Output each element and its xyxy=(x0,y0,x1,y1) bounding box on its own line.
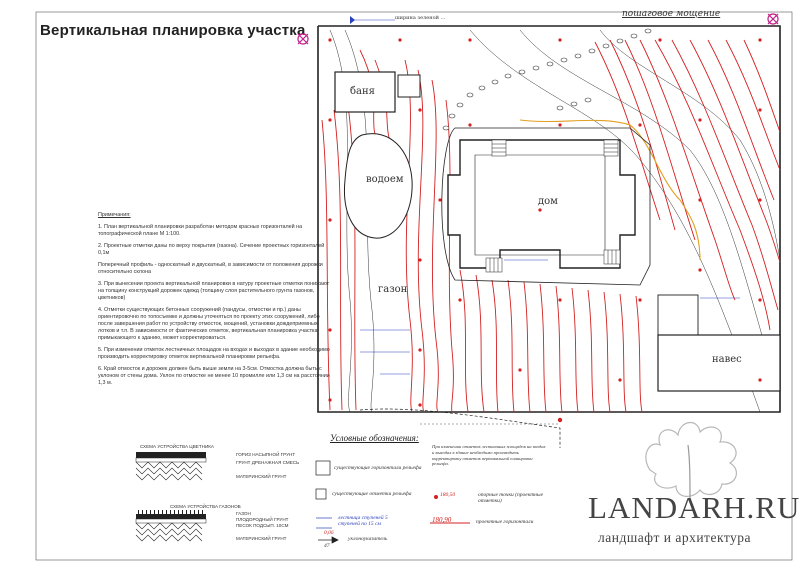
legend-stairs-note: лестница ступеней 5 ступеней по 15 см xyxy=(338,515,388,527)
legend-symbols-right xyxy=(430,495,470,524)
oak-leaf-logo xyxy=(645,422,738,501)
lawn-schema-title: СХЕМА УСТРОЙСТВА ГАЗОНОВ xyxy=(170,504,241,509)
legend-item: опорные точки (проектные отметки) xyxy=(478,492,544,504)
flowerbed-layer: ГОРИЗ НАСЫПНОЙ ГРУНТ xyxy=(236,452,296,457)
north-label: ширина зеленой ... xyxy=(395,15,446,21)
flowerbed-schema-title: СХЕМА УСТРОЙСТВА ЦВЕТНИКА xyxy=(140,444,214,449)
note-item: 1. План вертикальной планировки разработ… xyxy=(98,224,303,237)
house-pavement xyxy=(441,127,651,286)
orange-line xyxy=(519,119,701,261)
naves-label: навес xyxy=(712,354,742,365)
dom-label: дом xyxy=(538,196,558,207)
project-points xyxy=(328,38,762,423)
gazon-label: газон xyxy=(378,284,408,295)
corner-markers xyxy=(297,13,779,45)
note-item: 6. Край отмосток и дорожек должен быть в… xyxy=(98,366,330,386)
house-outline xyxy=(447,139,636,269)
page-title: Вертикальная планировка участка xyxy=(40,22,306,39)
flowerbed-layer: ГРУНТ ДРЕНАЖНАЯ СМЕСЬ xyxy=(236,460,300,465)
note-item: 4. Отметки существующих бетонных сооруже… xyxy=(98,307,320,341)
note-item: 5. При изменении отметок лестничных площ… xyxy=(98,347,330,360)
legend-title: Условные обозначения: xyxy=(330,433,419,443)
paving-label: пошаговое мощение xyxy=(622,9,721,19)
lawn-layer: МАТЕРИНСКИЙ ГРУНТ xyxy=(236,536,287,541)
note-item: 2. Проектные отметки даны по верху покры… xyxy=(98,243,325,256)
legend-opora-value: 180,50 xyxy=(440,492,456,498)
pond xyxy=(343,133,413,239)
brand-name: LANDARH.RU xyxy=(588,490,800,525)
legend-item: уклоноуказатель xyxy=(348,536,388,542)
stairs xyxy=(485,139,621,273)
note-item: 3. При вынесении проекта вертикальной пл… xyxy=(98,281,330,301)
plot-boundary xyxy=(317,25,781,413)
lawn-schema-graphic xyxy=(135,510,207,542)
legend-item: существующие отметки рельефа xyxy=(332,491,412,497)
legend-item: проектные горизонтали xyxy=(476,519,534,525)
drainage-line xyxy=(359,408,561,448)
banya-building xyxy=(334,71,396,113)
lawn-layer: ПЛОДОРОДНЫЙ ГРУНТ xyxy=(236,517,289,522)
legend-symbols xyxy=(315,460,339,544)
north-arrow xyxy=(350,16,355,24)
correction-note: При изменении отметок лестничных площадо… xyxy=(432,444,546,467)
flowerbed-schema-graphic xyxy=(135,452,207,481)
brand-tagline: ландшафт и архитектура xyxy=(598,530,752,545)
banya-label: баня xyxy=(350,86,375,97)
banya-annex xyxy=(397,74,421,98)
legend-gorizontal-value: 180,90 xyxy=(432,516,452,524)
lawn-layer: ГАЗОН xyxy=(236,511,251,516)
naves-structure xyxy=(657,334,781,392)
naves-annex xyxy=(657,294,699,336)
stepping-stones xyxy=(442,28,652,131)
note-item: Поперечный профиль - односкатный и двуск… xyxy=(98,262,323,275)
flowerbed-layer: МАТЕРИНСКИЙ ГРУНТ xyxy=(236,474,287,479)
notes-block: Примечания: 1. План вертикальной планиро… xyxy=(98,212,333,392)
notes-header: Примечания: xyxy=(98,212,131,218)
vodoem-label: водоем xyxy=(366,174,404,185)
sheet-frame xyxy=(35,11,793,561)
legend-uklon-top: 0,06 xyxy=(324,530,334,536)
legend-item: существующие горизонтали рельефа xyxy=(334,465,422,471)
lawn-layer: ПЕСОК ПОДСЫП. 10СМ xyxy=(236,523,289,528)
legend-uklon-bottom: 47 xyxy=(324,543,330,549)
